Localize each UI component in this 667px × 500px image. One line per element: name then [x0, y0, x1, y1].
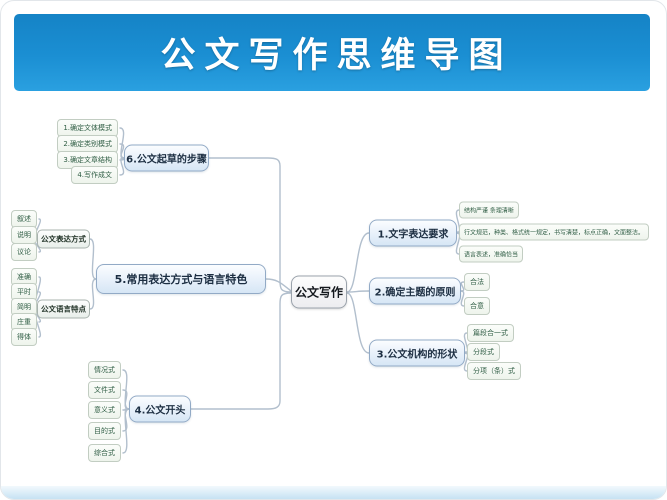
- leaf-legal[interactable]: 合法: [464, 273, 490, 291]
- leaf-accurate[interactable]: 准确: [11, 268, 37, 286]
- leaf-explanation[interactable]: 说明: [11, 226, 37, 244]
- branch-expression-language[interactable]: 5.常用表达方式与语言特色: [96, 264, 266, 294]
- bottom-gradient-strip: [1, 486, 666, 499]
- branch-document-opening[interactable]: 4.公文开头: [129, 395, 191, 423]
- leaf-language-accurate[interactable]: 语言表述，准确恰当: [459, 245, 524, 263]
- subbranch-expression-methods[interactable]: 公文表达方式: [37, 229, 90, 249]
- subbranch-language-features[interactable]: 公文语言特点: [37, 299, 90, 319]
- leaf-document-style[interactable]: 文件式: [88, 381, 121, 399]
- branch-drafting-steps[interactable]: 6.公文起草的步骤: [124, 144, 209, 172]
- leaf-significance-style[interactable]: 意义式: [88, 401, 121, 419]
- leaf-paragraph-style[interactable]: 分段式: [467, 343, 500, 361]
- central-topic-node[interactable]: 公文写作: [291, 275, 347, 309]
- leaf-writing-standards[interactable]: 行文规范，种类、格式统一规定，书写清楚，标点正确，文面整洁。: [459, 223, 650, 241]
- page-title: 公文写作思维导图: [160, 36, 513, 76]
- branch-structure-shapes[interactable]: 3.公文机构的形状: [369, 339, 465, 367]
- leaf-agreeable[interactable]: 合意: [464, 297, 490, 315]
- leaf-argumentation[interactable]: 议论: [11, 243, 37, 261]
- title-banner: 公文写作思维导图: [14, 14, 650, 91]
- leaf-unified-style[interactable]: 篇段合一式: [467, 324, 514, 342]
- leaf-purpose-style[interactable]: 目的式: [88, 422, 121, 440]
- leaf-situation-style[interactable]: 情况式: [88, 361, 121, 379]
- leaf-appropriate[interactable]: 得体: [11, 328, 37, 346]
- leaf-itemized-style[interactable]: 分项（条）式: [467, 362, 521, 380]
- branch-theme-principles[interactable]: 2.确定主题的原则: [369, 277, 461, 305]
- branch-text-requirements[interactable]: 1.文字表达要求: [369, 219, 457, 247]
- leaf-structure-rigorous[interactable]: 结构严谨 条理清晰: [459, 201, 519, 219]
- leaf-step-write[interactable]: 4.写作成文: [71, 166, 118, 184]
- leaf-comprehensive-style[interactable]: 综合式: [88, 444, 121, 462]
